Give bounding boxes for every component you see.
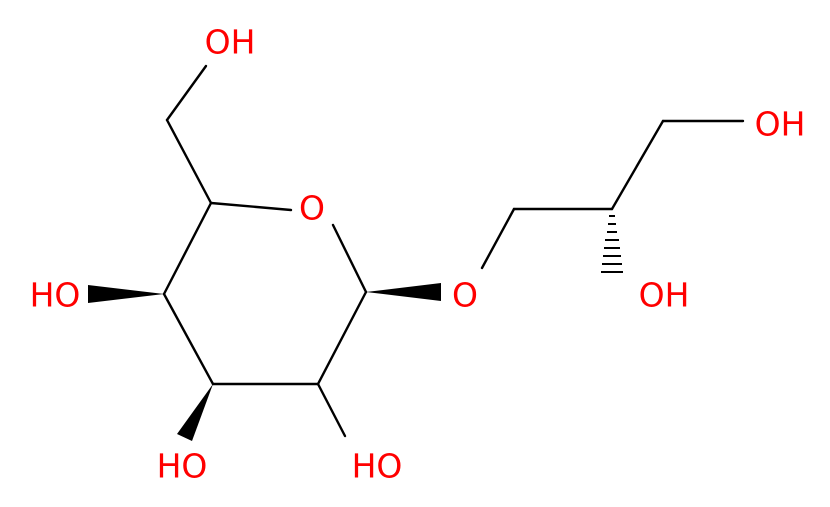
- bond-lines: [162, 64, 745, 438]
- bond-c6-o6: [165, 64, 208, 122]
- hash-bond-ch-oh: [601, 215, 623, 273]
- bond-c5-oring: [209, 201, 293, 212]
- bond-c2-c1: [316, 290, 368, 386]
- atom-label-ring-oxygen: O: [299, 189, 325, 228]
- bond-c2-o2: [316, 382, 347, 438]
- bond-c5-c4: [162, 201, 213, 296]
- atom-label-ho-bottom-left: HO: [157, 447, 208, 486]
- wedge-c3-oh: [177, 384, 213, 441]
- atom-label-oh-top: OH: [205, 23, 256, 62]
- atom-label-ho-bottom-right: HO: [352, 447, 403, 486]
- atom-labels: OH O OH HO O OH HO HO: [30, 23, 806, 486]
- wedge-bonds: [88, 283, 441, 441]
- atom-label-oh-right-top: OH: [755, 105, 806, 144]
- bond-oglyc-ch2: [480, 207, 516, 270]
- bond-ch-ch2: [610, 119, 665, 211]
- bond-c4-c3: [162, 292, 215, 386]
- wedge-c1-oglyc: [366, 283, 441, 301]
- atom-label-glycosidic-oxygen: O: [452, 276, 478, 315]
- atom-label-ho-left: HO: [30, 276, 81, 315]
- atom-label-oh-right-mid: OH: [639, 276, 690, 315]
- wedge-c4-oh: [88, 285, 164, 303]
- bond-c6-c5: [165, 118, 213, 205]
- bond-oring-c1: [331, 223, 368, 294]
